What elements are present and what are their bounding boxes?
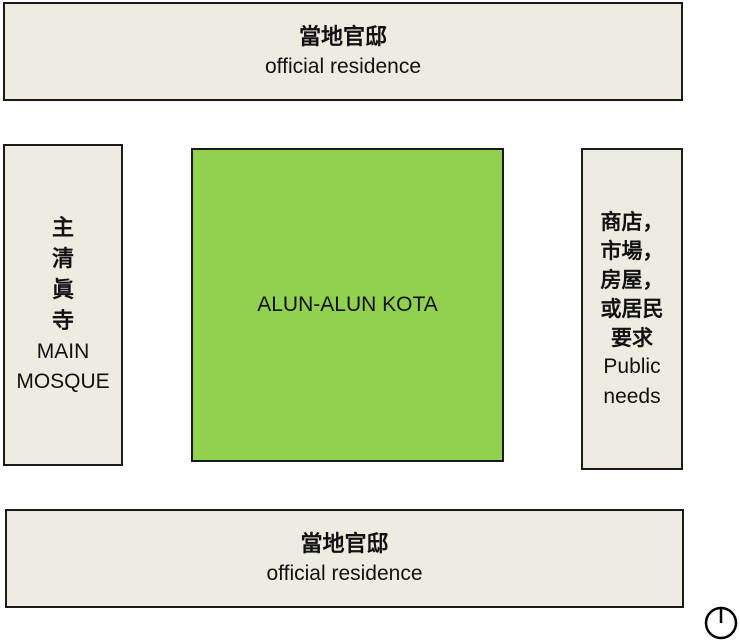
top-en-label: official residence (264, 54, 422, 78)
bottom-en-label: official residence (266, 561, 423, 585)
public-needs-zh-line: 房屋， (600, 266, 664, 292)
mosque-en-line1: MAIN (36, 340, 90, 363)
public-needs-en-line2: needs (603, 384, 661, 408)
square-label: ALUN-ALUN KOTA (257, 293, 438, 316)
alun-alun-square: ALUN-ALUN KOTA (191, 148, 504, 462)
power-icon[interactable] (704, 606, 738, 640)
public-needs-block: 商店， 市場， 房屋， 或居民 要求 Public needs (581, 148, 683, 470)
mosque-zh-label: 主清眞寺 (51, 215, 74, 334)
public-needs-zh-line: 或居民 (600, 295, 664, 321)
bottom-zh-label: 當地官邸 (300, 530, 389, 557)
public-needs-zh-line: 市場， (600, 237, 664, 263)
mosque-en-line2: MOSQUE (16, 370, 110, 393)
top-zh-label: 當地官邸 (298, 23, 387, 50)
bottom-official-residence-block: 當地官邸 official residence (5, 509, 684, 608)
top-official-residence-block: 當地官邸 official residence (3, 2, 683, 101)
public-needs-zh-line: 商店， (600, 208, 664, 234)
public-needs-zh-line: 要求 (611, 324, 653, 350)
public-needs-en-line1: Public (603, 354, 661, 378)
main-mosque-block: 主清眞寺 MAIN MOSQUE (3, 144, 123, 466)
